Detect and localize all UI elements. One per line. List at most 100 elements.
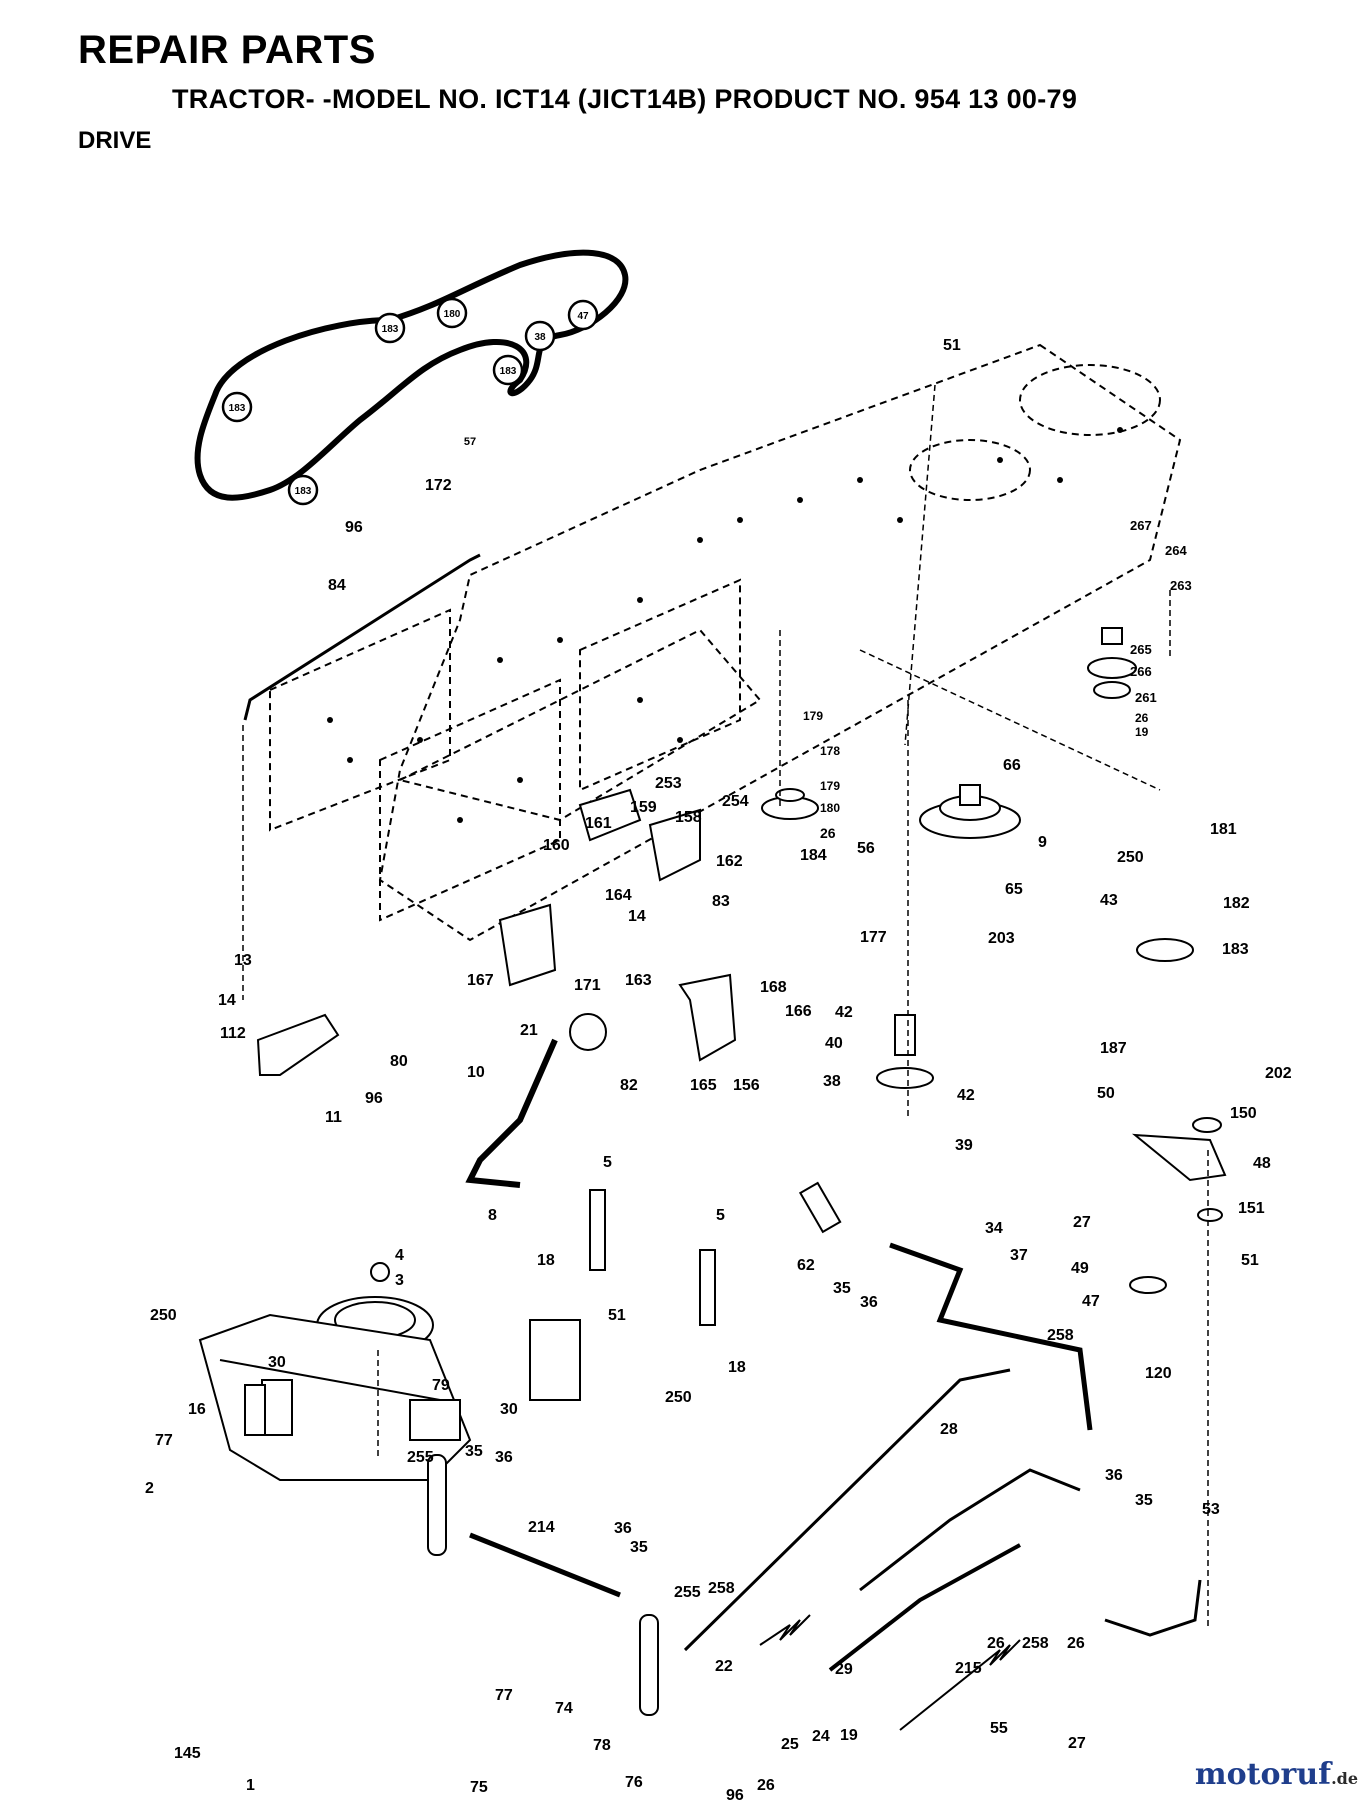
- callout: 27: [1073, 1214, 1091, 1231]
- callout: 30: [268, 1354, 286, 1371]
- callout: 22: [715, 1658, 733, 1675]
- callout: 83: [712, 893, 730, 910]
- callout: 258: [1022, 1635, 1049, 1652]
- callout: 10: [467, 1064, 485, 1081]
- callout: 34: [985, 1220, 1003, 1237]
- callout: 254: [722, 793, 749, 810]
- callout: 120: [1145, 1365, 1172, 1382]
- callout: 5: [716, 1207, 725, 1224]
- callout: 51: [1241, 1252, 1259, 1269]
- callout: 166: [785, 1003, 812, 1020]
- callout: 261: [1135, 690, 1157, 705]
- callout: 24: [812, 1728, 830, 1745]
- callout: 156: [733, 1077, 760, 1094]
- callout: 35: [465, 1443, 483, 1460]
- callout: 18: [728, 1359, 746, 1376]
- callout: 178: [820, 744, 840, 758]
- callout: 36: [495, 1449, 513, 1466]
- callout: 253: [655, 775, 682, 792]
- callout: 82: [620, 1077, 638, 1094]
- belt-label: 57: [464, 436, 476, 448]
- callout: 74: [555, 1700, 573, 1717]
- callout: 77: [155, 1432, 173, 1449]
- callout: 26: [757, 1777, 775, 1794]
- callout: 258: [1047, 1327, 1074, 1344]
- callout: 183: [1222, 941, 1249, 958]
- callout: 49: [1071, 1260, 1089, 1277]
- callout: 30: [500, 1401, 518, 1418]
- callout: 36: [614, 1520, 632, 1537]
- callout: 19: [840, 1727, 858, 1744]
- callout: 150: [1230, 1105, 1257, 1122]
- callout: 172: [425, 477, 452, 494]
- callout: 14: [628, 908, 646, 925]
- callout: 160: [543, 837, 570, 854]
- belt-pulley-label: 47: [577, 311, 589, 322]
- callout: 162: [716, 853, 743, 870]
- callout: 35: [833, 1280, 851, 1297]
- callout: 165: [690, 1077, 717, 1094]
- belt-pulley-label: 183: [295, 486, 312, 497]
- callout: 28: [940, 1421, 958, 1438]
- callout: 78: [593, 1737, 611, 1754]
- callout: 263: [1170, 578, 1192, 593]
- callout: 215: [955, 1660, 982, 1677]
- callout: 151: [1238, 1200, 1265, 1217]
- watermark-logo: motoruf.de: [1195, 1757, 1358, 1792]
- callout: 18: [537, 1252, 555, 1269]
- callout: 163: [625, 972, 652, 989]
- callout: 2: [145, 1480, 154, 1497]
- callout: 35: [1135, 1492, 1153, 1509]
- model-subtitle: TRACTOR- -MODEL NO. ICT14 (JICT14B) PROD…: [172, 84, 1078, 114]
- callout: 27: [1068, 1735, 1086, 1752]
- callout: 43: [1100, 892, 1118, 909]
- callout: 5: [603, 1154, 612, 1171]
- callout: 184: [800, 847, 827, 864]
- callout: 264: [1165, 543, 1187, 558]
- callout: 35: [630, 1539, 648, 1556]
- callout: 158: [675, 809, 702, 826]
- callout: 55: [990, 1720, 1008, 1737]
- callout: 25: [781, 1736, 799, 1753]
- callout: 3: [395, 1272, 404, 1289]
- callout: 16: [188, 1401, 206, 1418]
- callout: 13: [234, 952, 252, 969]
- callout: 1: [246, 1777, 255, 1794]
- tractor-frame: [269, 343, 1182, 942]
- callout: 66: [1003, 757, 1021, 774]
- callout: 26: [1135, 711, 1149, 725]
- callout: 180: [820, 801, 840, 815]
- callout: 187: [1100, 1040, 1127, 1057]
- callout: 179: [803, 709, 823, 723]
- callout: 159: [630, 799, 657, 816]
- callout: 181: [1210, 821, 1237, 838]
- callout: 14: [218, 992, 236, 1009]
- callout: 77: [495, 1687, 513, 1704]
- watermark-suffix: .de: [1331, 1769, 1358, 1788]
- callout: 9: [1038, 834, 1047, 851]
- callout: 167: [467, 972, 494, 989]
- callout: 255: [674, 1584, 701, 1601]
- frame-holes: [327, 427, 1123, 823]
- callout: 26: [987, 1635, 1005, 1652]
- callout: 26: [1067, 1635, 1085, 1652]
- callout: 79: [432, 1377, 450, 1394]
- callout: 38: [823, 1073, 841, 1090]
- callout: 266: [1130, 664, 1152, 679]
- callout: 42: [835, 1004, 853, 1021]
- callout: 62: [797, 1257, 815, 1274]
- callout: 265: [1130, 642, 1152, 657]
- callout: 250: [1117, 849, 1144, 866]
- callout: 19: [1135, 725, 1149, 739]
- callout: 39: [955, 1137, 973, 1154]
- callout: 51: [943, 337, 961, 354]
- callout: 53: [1202, 1501, 1220, 1518]
- callout: 50: [1097, 1085, 1115, 1102]
- belt-pulley-label: 183: [382, 324, 399, 335]
- callout: 168: [760, 979, 787, 996]
- callout: 36: [860, 1294, 878, 1311]
- part-callouts: 51 172 96 84 267 264 263 265 266 261 26 …: [145, 337, 1292, 1800]
- leader-lines: [242, 384, 1209, 1630]
- callout: 96: [726, 1787, 744, 1800]
